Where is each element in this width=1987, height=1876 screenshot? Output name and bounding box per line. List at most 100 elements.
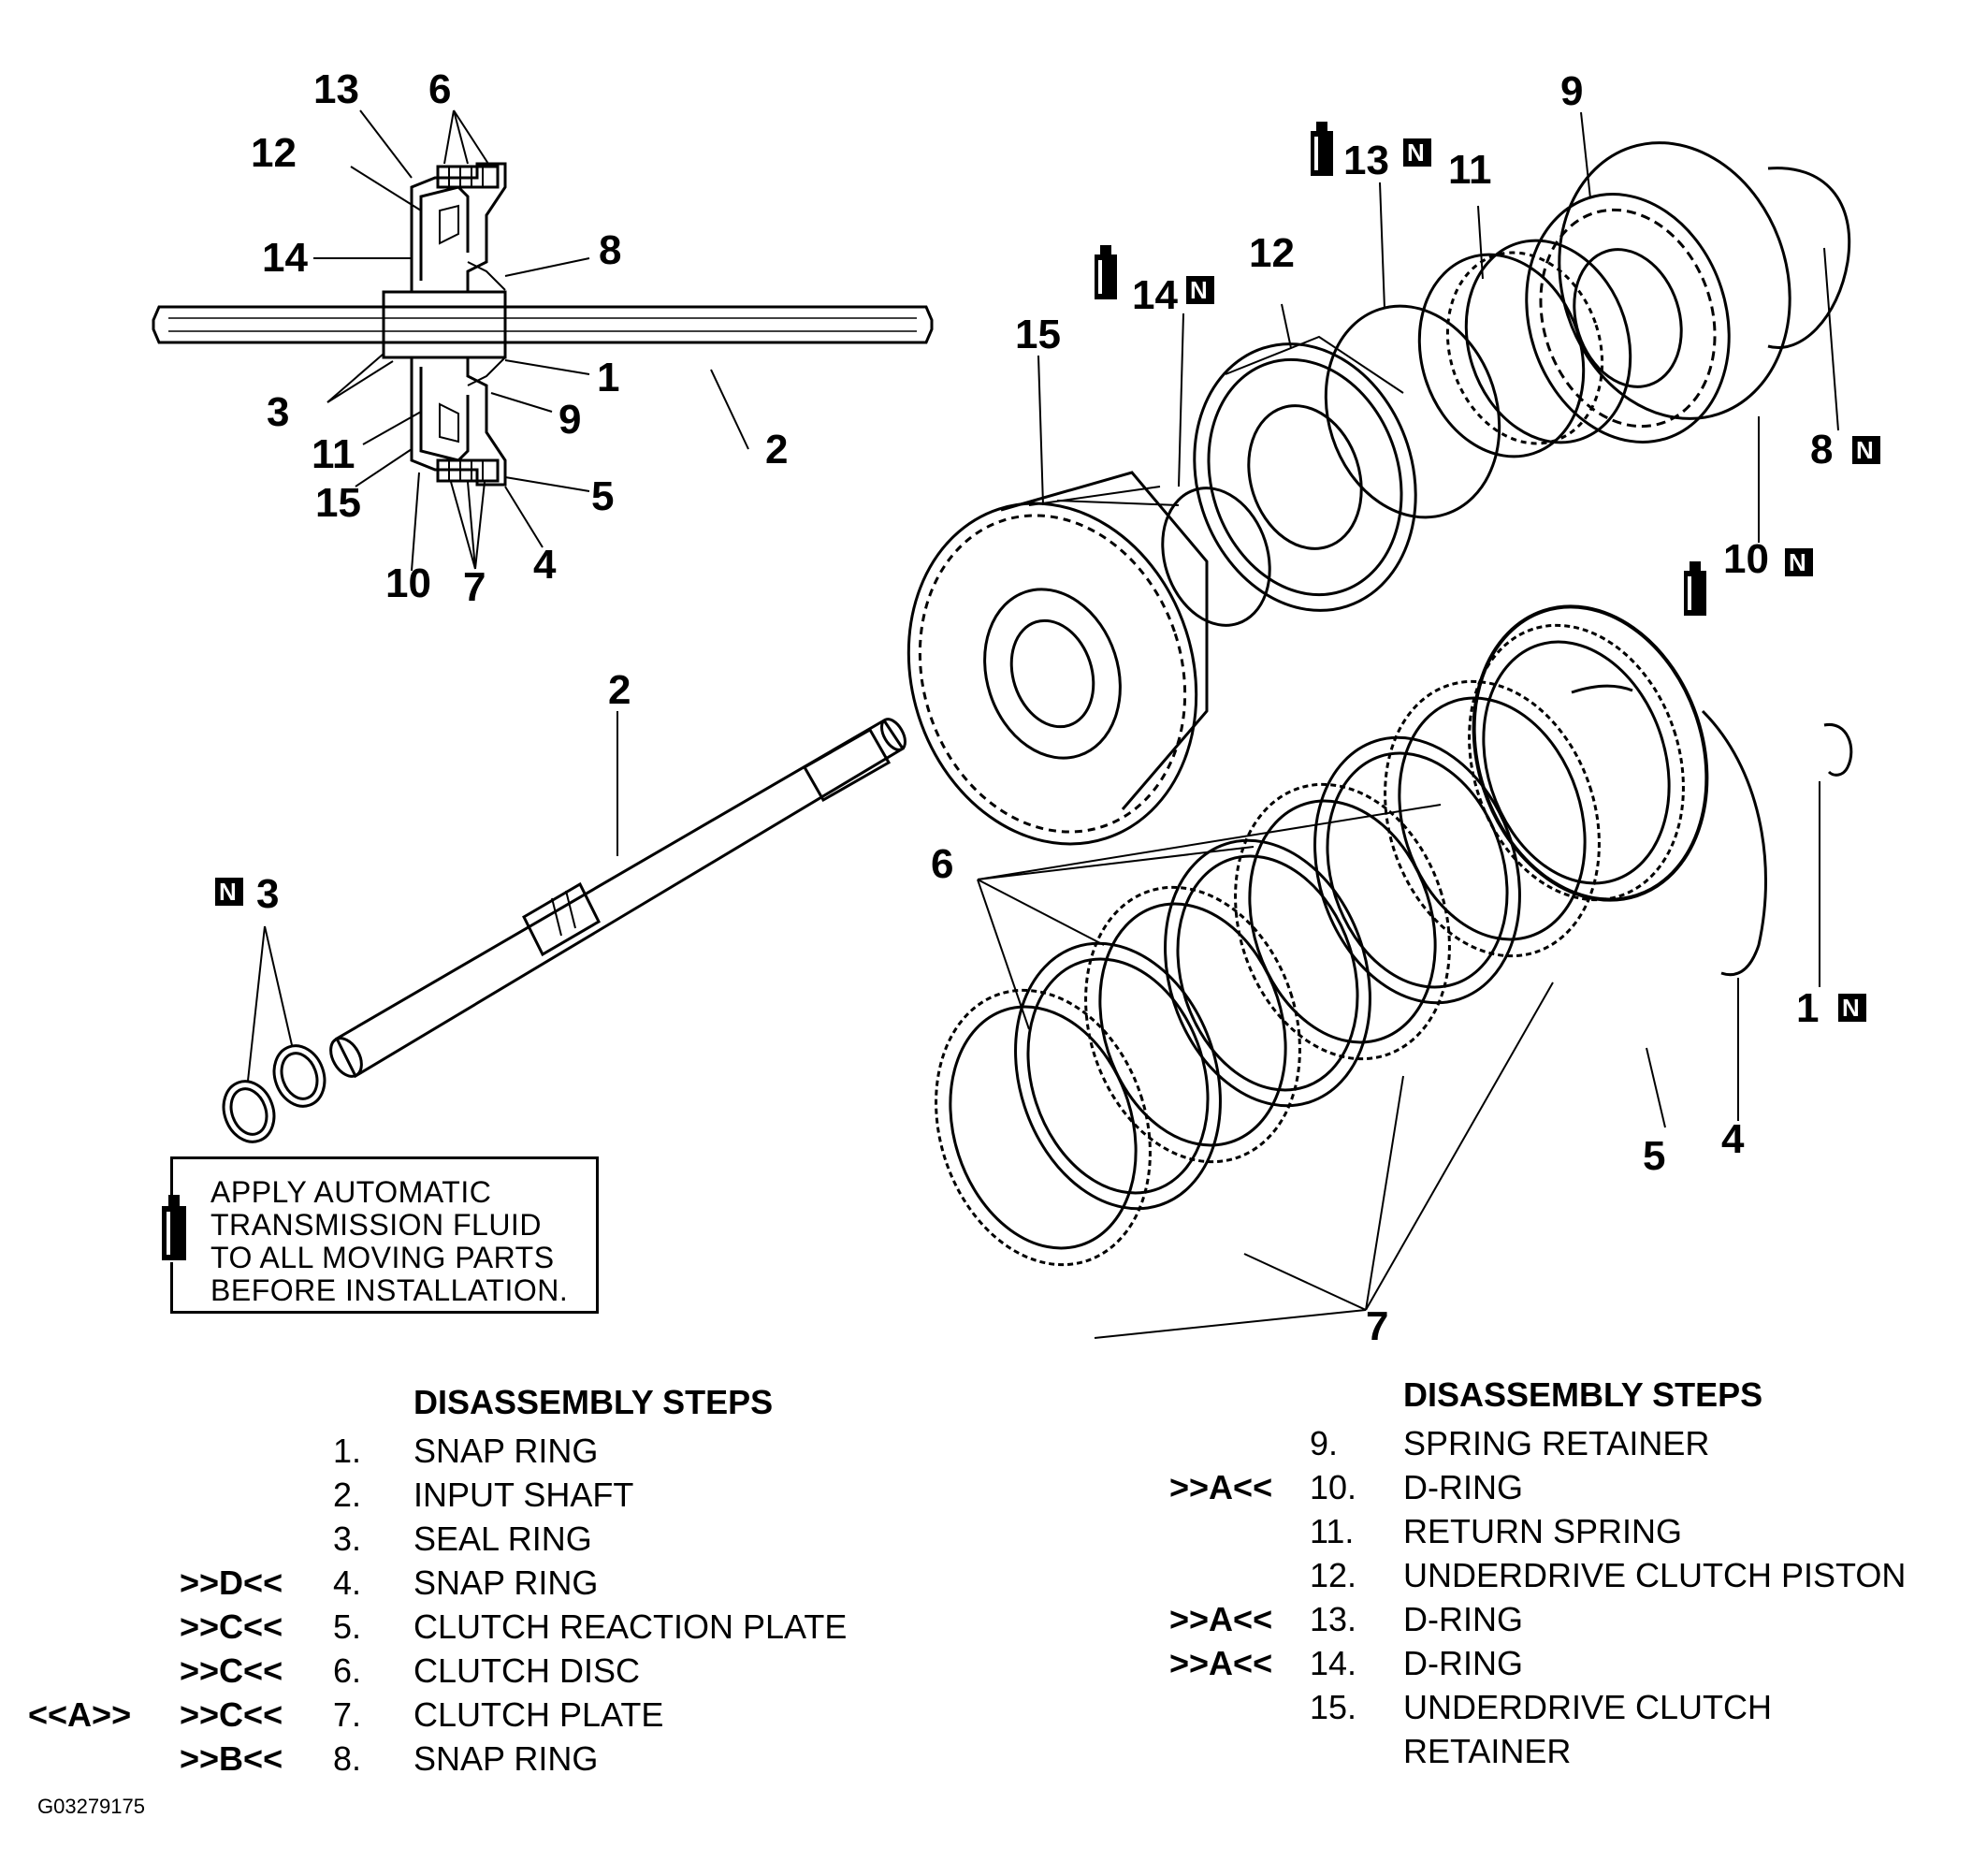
exploded-callout-9: 9 <box>1560 68 1583 114</box>
step-number: 6. <box>333 1651 362 1690</box>
step-number: 4. <box>333 1563 362 1602</box>
step-number: 2. <box>333 1476 362 1514</box>
figure-id: G03279175 <box>37 1795 145 1818</box>
callout-14: 14 <box>262 235 308 281</box>
n-badge-8: N <box>1856 436 1874 464</box>
spring-retainer-drawing <box>1525 111 1731 444</box>
step-number: 14. <box>1310 1644 1357 1682</box>
exploded-callout-8: 8 <box>1810 427 1833 473</box>
d-ring-14-drawing <box>1161 487 1271 627</box>
input-shaft-drawing <box>329 711 906 1079</box>
exploded-callout-6: 6 <box>931 841 953 887</box>
exploded-callout-7: 7 <box>1366 1303 1388 1349</box>
exploded-callout-13: 13 <box>1343 138 1389 183</box>
clutch-retainer-drawing <box>906 355 1209 846</box>
snap-ring-8-drawing <box>1767 167 1851 349</box>
atf-bottle-icon <box>162 1195 186 1262</box>
note-line-3: TO ALL MOVING PARTS <box>210 1241 555 1274</box>
step-name: CLUTCH DISC <box>413 1651 641 1690</box>
step-name: SEAL RING <box>413 1520 592 1558</box>
n-badge-10: N <box>1789 548 1806 576</box>
callout-12: 12 <box>251 130 297 176</box>
n-badge-13: N <box>1407 138 1425 167</box>
step-number: 5. <box>333 1607 362 1646</box>
callout-1: 1 <box>597 355 619 400</box>
step-name: SNAP RING <box>413 1432 599 1470</box>
step-number: 1. <box>333 1432 362 1470</box>
callout-8: 8 <box>599 227 621 273</box>
exploded-callout-4: 4 <box>1721 1116 1745 1162</box>
step-number: 3. <box>333 1520 362 1558</box>
exploded-view-drawing: N N N N N N 13 6 12 14 8 3 1 9 2 11 15 5… <box>152 66 1880 1349</box>
step-ref: >>C<< <box>180 1695 283 1734</box>
exploded-callout-2: 2 <box>608 667 631 713</box>
reaction-plate-drawing <box>1472 604 1709 902</box>
callout-4: 4 <box>533 542 557 588</box>
disassembly-steps-left: DISASSEMBLY STEPS 1. SNAP RING 2. INPUT SH… <box>28 1383 954 1783</box>
step-name: D-RING <box>1403 1600 1523 1638</box>
step-ref: >>B<< <box>180 1739 283 1778</box>
step-name: SPRING RETAINER <box>1403 1424 1710 1462</box>
step-ref: >>A<< <box>1169 1468 1273 1506</box>
step-name: SNAP RING <box>413 1563 599 1602</box>
exploded-callout-1: 1 <box>1796 985 1819 1031</box>
seal-rings-drawing <box>222 925 326 1143</box>
disassembly-steps-right: DISASSEMBLY STEPS 9. SPRING RETAINER >>A<… <box>1169 1375 1974 1776</box>
atf-note-text: APPLY AUTOMATIC TRANSMISSION FLUID TO AL… <box>210 1176 568 1307</box>
step-number: 9. <box>1310 1424 1339 1462</box>
exploded-callout-12: 12 <box>1249 230 1295 276</box>
step-ref: >>D<< <box>180 1563 283 1602</box>
step-name: INPUT SHAFT <box>413 1476 634 1514</box>
callout-6: 6 <box>428 66 451 112</box>
step-name: D-RING <box>1403 1644 1523 1682</box>
callout-5: 5 <box>591 473 614 519</box>
d-ring-10-drawing <box>1558 141 1791 420</box>
callout-2: 2 <box>765 427 788 473</box>
callout-9: 9 <box>558 397 581 443</box>
snap-ring-4-drawing <box>1701 709 1767 977</box>
exploded-callout-5: 5 <box>1643 1133 1665 1179</box>
step-number: 11. <box>1310 1512 1355 1550</box>
atf-note-box: APPLY AUTOMATIC TRANSMISSION FLUID TO AL… <box>162 1156 599 1314</box>
step-ref: >>C<< <box>180 1607 283 1646</box>
step-name: UNDERDRIVE CLUTCH PISTON <box>1403 1556 1907 1594</box>
callout-13: 13 <box>313 66 359 112</box>
callout-15: 15 <box>315 480 361 526</box>
exploded-callout-3: 3 <box>256 871 279 917</box>
n-badge-3: N <box>219 878 237 906</box>
step-name: CLUTCH REACTION PLATE <box>413 1607 848 1646</box>
callout-7: 7 <box>463 564 486 610</box>
steps-right-title: DISASSEMBLY STEPS <box>1403 1375 1763 1414</box>
step-name: SNAP RING <box>413 1739 599 1778</box>
step-ref: <<A>> <box>28 1695 132 1734</box>
step-name: CLUTCH PLATE <box>413 1695 664 1734</box>
note-line-2: TRANSMISSION FLUID <box>210 1208 542 1242</box>
callout-11: 11 <box>312 431 355 477</box>
step-number: 8. <box>333 1739 362 1778</box>
note-line-4: BEFORE INSTALLATION. <box>210 1273 569 1307</box>
steps-left-title: DISASSEMBLY STEPS <box>413 1383 774 1421</box>
clutch-piston-drawing <box>1193 303 1417 612</box>
step-number: 12. <box>1310 1556 1357 1594</box>
n-badge-14: N <box>1190 276 1208 304</box>
callout-3: 3 <box>267 389 289 435</box>
clutch-pack-drawing <box>935 623 1685 1339</box>
step-number: 15. <box>1310 1688 1357 1726</box>
snap-ring-1-drawing <box>1823 723 1853 777</box>
step-number: 10. <box>1310 1468 1357 1506</box>
note-line-1: APPLY AUTOMATIC <box>210 1175 492 1209</box>
exploded-callout-11: 11 <box>1448 147 1492 193</box>
exploded-callout-14: 14 <box>1132 272 1178 318</box>
exploded-callout-15: 15 <box>1015 312 1061 357</box>
step-ref: >>A<< <box>1169 1600 1273 1638</box>
step-ref: >>C<< <box>180 1651 283 1690</box>
exploded-callout-10: 10 <box>1723 536 1769 582</box>
cross-section-view <box>152 109 934 572</box>
step-number: 7. <box>333 1695 362 1734</box>
callout-10: 10 <box>385 560 431 606</box>
n-badge-1: N <box>1842 994 1860 1022</box>
step-name: RETURN SPRING <box>1403 1512 1683 1550</box>
step-name: UNDERDRIVE CLUTCH <box>1403 1688 1773 1726</box>
step-name: D-RING <box>1403 1468 1523 1506</box>
step-number: 13. <box>1310 1600 1357 1638</box>
